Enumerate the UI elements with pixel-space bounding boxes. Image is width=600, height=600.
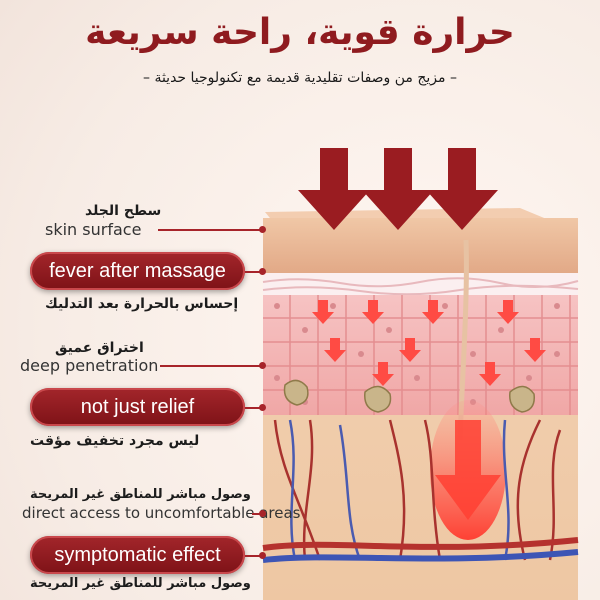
heat-small-arrows xyxy=(312,300,546,386)
leader-line xyxy=(245,407,262,409)
direct-access-ar-label: وصول مباشر للمناطق غير المريحة xyxy=(30,487,251,502)
pill-label: not just relief xyxy=(80,395,195,418)
leader-dot xyxy=(259,268,266,275)
pill-label: symptomatic effect xyxy=(54,543,221,566)
cell-nuclei xyxy=(274,303,560,405)
dermis-fibers-layer xyxy=(263,273,578,295)
leader-dot xyxy=(259,226,266,233)
symptom-ar-label: وصول مباشر للمناطق غير المريحة xyxy=(30,576,251,591)
pressure-arrows xyxy=(298,148,498,230)
fever-ar-label: إحساس بالحرارة بعد التدليك xyxy=(45,296,239,312)
deep-penetration-en-label: deep penetration xyxy=(20,356,159,375)
down-arrow-2 xyxy=(362,148,434,230)
direct-access-en-label: direct access to uncomfortable areas xyxy=(22,504,301,522)
vessel-band-red xyxy=(262,537,579,551)
down-arrow-1 xyxy=(298,148,370,230)
leader-line xyxy=(245,555,262,557)
skin-surface-ar-label: سطح الجلد xyxy=(85,203,162,219)
leader-dot xyxy=(259,362,266,369)
leader-line xyxy=(158,229,262,231)
gland-left xyxy=(283,379,309,406)
relief-ar-label: ليس مجرد تخفيف مؤقت xyxy=(30,433,200,449)
skin-surface-layer xyxy=(263,218,578,273)
big-heat-arrow xyxy=(435,420,501,520)
leader-line xyxy=(245,271,262,273)
skin-surface-en-label: skin surface xyxy=(45,220,142,239)
vessel-band-blue xyxy=(262,549,579,563)
gland-right xyxy=(509,385,535,413)
symptomatic-effect-pill: symptomatic effect xyxy=(30,536,245,574)
page-title: حرارة قوية، راحة سريعة xyxy=(85,12,515,53)
leader-line xyxy=(160,365,262,367)
gland-middle xyxy=(364,385,392,413)
red-vessels xyxy=(273,419,562,561)
leader-line xyxy=(252,513,262,515)
deep-penetration-ar-label: اختراق عميق xyxy=(55,340,144,356)
page-subtitle: – مزيج من وصفات تقليدية قديمة مع تكنولوج… xyxy=(143,70,457,86)
pill-label: fever after massage xyxy=(49,259,226,282)
leader-dot xyxy=(259,510,266,517)
down-arrow-3 xyxy=(426,148,498,230)
leader-dot xyxy=(259,404,266,411)
not-just-relief-pill: not just relief xyxy=(30,388,245,426)
fever-after-massage-pill: fever after massage xyxy=(30,252,245,290)
leader-dot xyxy=(259,552,266,559)
